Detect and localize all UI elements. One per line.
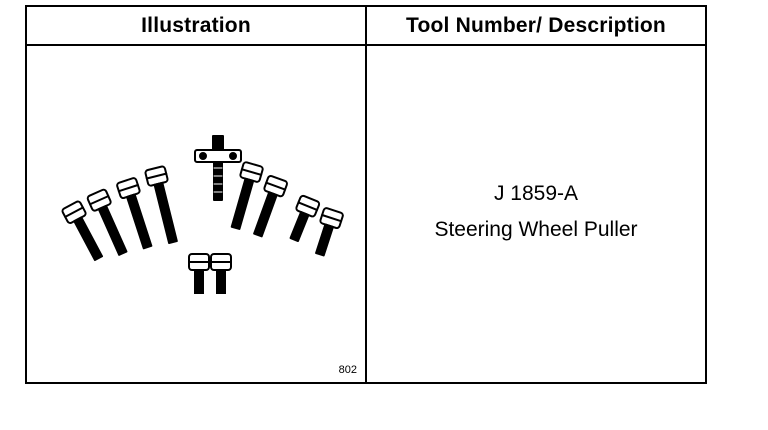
illustration-column-header: Illustration [141,14,251,37]
description-cell: J 1859-A Steering Wheel Puller [367,46,705,382]
tool-table: Illustration Tool Number/ Description [25,5,707,384]
illustration-cell: 802 [27,46,365,382]
puller-body [194,135,242,201]
figure-number: 802 [338,364,357,376]
tool-description: Steering Wheel Puller [434,218,638,241]
steering-wheel-puller-illustration [61,135,344,294]
description-column-header: Tool Number/ Description [406,14,666,37]
column-divider [365,7,367,382]
tool-number: J 1859-A [493,182,579,205]
